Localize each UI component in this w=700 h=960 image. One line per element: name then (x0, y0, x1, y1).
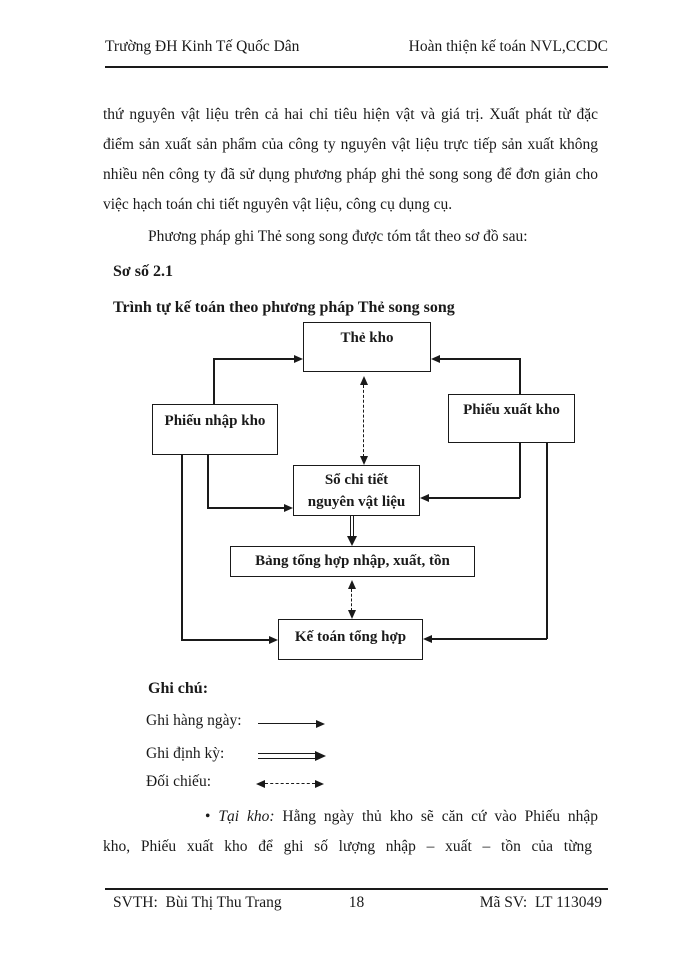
connector-xuat-to-sct-v (519, 443, 521, 498)
box-the-kho-label: Thẻ kho (340, 330, 394, 346)
body-line: điểm sản xuất sản phẩm của công ty nguyê… (103, 136, 598, 153)
page-header: Trường ĐH Kinh Tế Quốc Dân Hoàn thiện kế… (105, 38, 608, 56)
paragraph-1: thứ nguyên vật liệu trên cả hai chỉ tiêu… (103, 100, 598, 220)
bullet-line-2: kho, Phiếu xuất kho để ghi số lượng nhập… (103, 838, 592, 855)
connector-xuat-to-sct-h (429, 497, 520, 499)
box-the-kho: Thẻ kho (303, 322, 431, 372)
daily-arrow-line (258, 723, 316, 725)
reconcile-arrow-line (265, 783, 315, 784)
arrowhead-into-thekho-right (431, 355, 440, 363)
connector-nhap-to-ketoan-v (181, 455, 183, 641)
arrowhead-up-thekho (360, 376, 368, 385)
footer-rule (105, 888, 608, 890)
legend-title: Ghi chú: (148, 680, 209, 697)
figure-label: Sơ số 2.1 (113, 263, 173, 280)
box-bang-tong-hop: Bảng tổng hợp nhập, xuất, tồn (230, 546, 475, 577)
footer-page-number: 18 (348, 894, 365, 911)
arrowhead-into-ketoan-right (423, 635, 432, 643)
box-so-chi-tiet: Sổ chi tiết nguyên vật liệu (293, 465, 420, 516)
bullet-marker: • (205, 808, 211, 825)
legend-item-periodic-label: Ghi định kỳ: (146, 745, 225, 762)
arrowhead-into-thekho-left (294, 355, 303, 363)
connector-nhap-to-ketoan-h (181, 639, 269, 641)
arrowhead-into-bang (347, 536, 357, 546)
header-left-text: Trường ĐH Kinh Tế Quốc Dân (105, 38, 300, 55)
footer-right-text: Mã SV: LT 113049 (479, 894, 602, 911)
arrowhead-down-ketoan (348, 610, 356, 619)
connector-xuat-to-thekho-v (519, 358, 521, 395)
connector-sct-to-bang-double (350, 516, 354, 537)
connector-nhap-to-thekho-h (213, 358, 295, 360)
box-ke-toan-label: Kế toán tổng hợp (294, 629, 407, 645)
bullet-line-1: • Tại kho: Hằng ngày thủ kho sẽ căn cứ v… (205, 802, 598, 832)
connector-thekho-sochitiet-dashed (363, 385, 364, 457)
box-phieu-xuat-kho: Phiếu xuất kho (448, 394, 575, 443)
header-right-text: Hoàn thiện kế toán NVL,CCDC (408, 38, 608, 55)
paragraph-2: Phương pháp ghi Thẻ song song được tóm t… (148, 228, 528, 245)
periodic-arrow-line (258, 753, 315, 759)
figure-title: Trình tự kế toán theo phương pháp Thẻ so… (113, 299, 455, 316)
arrowhead-into-sct-right (420, 494, 429, 502)
box-ke-toan-tong-hop: Kế toán tổng hợp (278, 619, 423, 660)
legend-item-daily-label: Ghi hàng ngày: (146, 712, 242, 729)
periodic-arrow-head (315, 751, 326, 761)
connector-xuat-to-thekho-h (440, 358, 520, 360)
body-line: thứ nguyên vật liệu trên cả hai chỉ tiêu… (103, 106, 598, 123)
reconcile-arrow-head-left (256, 780, 265, 788)
box-so-chi-tiet-line2: nguyên vật liệu (307, 494, 406, 510)
arrowhead-into-ketoan-left (269, 636, 278, 644)
body-line: nhiều nên công ty đã sử dụng phương pháp… (103, 166, 598, 183)
box-phieu-nhap-kho: Phiếu nhập kho (152, 404, 278, 455)
reconcile-arrow-head-right (315, 780, 324, 788)
box-phieu-xuat-label: Phiếu xuất kho (463, 402, 560, 418)
box-so-chi-tiet-line1: Sổ chi tiết (324, 472, 389, 488)
bullet-line-1-rest: Hằng ngày thủ kho sẽ căn cứ vào Phiếu nh… (282, 808, 598, 825)
footer-left-text: SVTH: Bùi Thị Thu Trang (113, 894, 282, 911)
body-line: việc hạch toán chi tiết nguyên vật liệu,… (103, 196, 453, 213)
daily-arrow-head (316, 720, 325, 728)
box-phieu-nhap-label: Phiếu nhập kho (164, 413, 266, 429)
arrowhead-up-bang (348, 580, 356, 589)
connector-nhap-to-sct-h (207, 507, 284, 509)
connector-xuat-to-ketoan-h (432, 638, 547, 640)
legend-item-reconcile-label: Đối chiếu: (146, 773, 211, 790)
connector-bang-ketoan-dashed (351, 589, 352, 611)
bullet-lead-italic: Tại kho: (218, 808, 275, 825)
connector-xuat-to-ketoan-v (546, 443, 548, 639)
header-rule (105, 66, 608, 68)
page-footer: SVTH: Bùi Thị Thu Trang 18 Mã SV: LT 113… (105, 894, 608, 912)
connector-nhap-to-sct-v (207, 455, 209, 508)
arrowhead-into-sct-left (284, 504, 293, 512)
box-bang-tong-hop-label: Bảng tổng hợp nhập, xuất, tồn (255, 553, 450, 569)
connector-nhap-to-thekho-v (213, 358, 215, 405)
arrowhead-down-sochitiet (360, 456, 368, 465)
